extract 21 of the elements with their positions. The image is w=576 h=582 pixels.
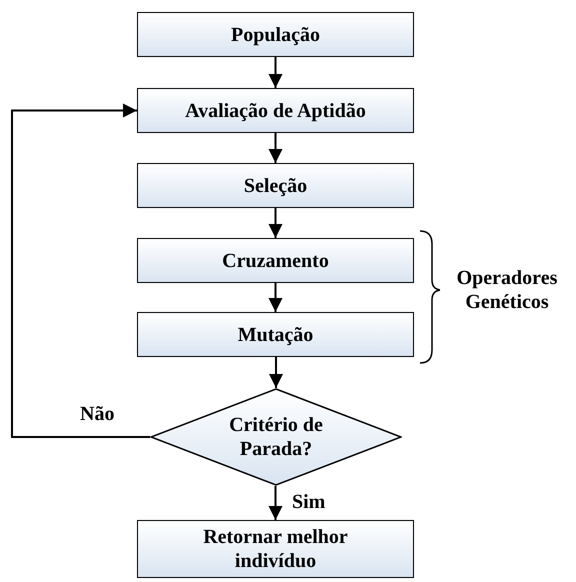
- node-text: Avaliação de Aptidão: [185, 98, 366, 122]
- node-text: Critério de Parada?: [228, 413, 324, 461]
- process-box: [137, 520, 414, 578]
- decision-diamond: [150, 388, 402, 486]
- arrow: [268, 57, 282, 88]
- node-text: Retornar melhor indivíduo: [202, 525, 349, 573]
- arrow: [268, 133, 282, 163]
- arrow: [11, 104, 150, 438]
- arrow: [268, 486, 282, 520]
- node-text: Mutação: [238, 322, 314, 346]
- process-box: [137, 312, 414, 357]
- node-text: Cruzamento: [222, 248, 329, 272]
- process-box: [137, 12, 414, 57]
- node-text: Seleção: [244, 174, 308, 198]
- arrow: [268, 208, 282, 238]
- process-box: [137, 88, 414, 133]
- arrow: [269, 357, 283, 388]
- node-text: População: [231, 22, 320, 46]
- process-box: [137, 163, 414, 208]
- process-box: [137, 238, 414, 283]
- arrow: [268, 283, 282, 312]
